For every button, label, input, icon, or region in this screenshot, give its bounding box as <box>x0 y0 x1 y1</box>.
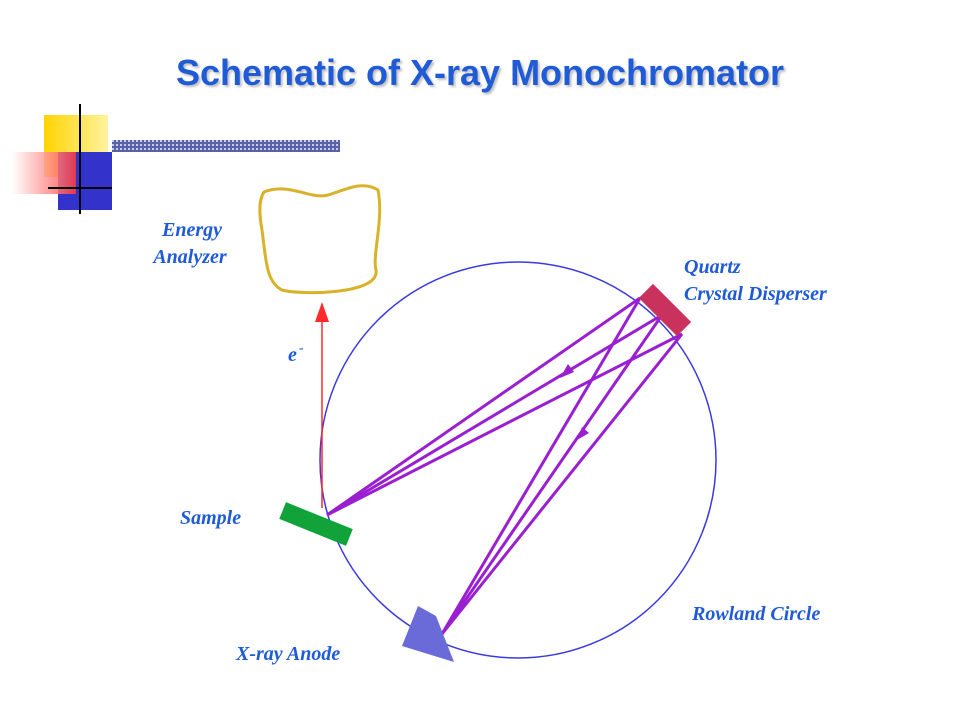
decorative-corner <box>12 104 340 214</box>
slide-title: Schematic of X-ray Monochromator <box>175 52 785 93</box>
beam-arrow-left <box>560 364 574 378</box>
xray-anode-label: X-ray Anode <box>235 643 340 665</box>
xray-beams <box>326 296 684 635</box>
diffracted-beam-2 <box>326 313 663 517</box>
energy-analyzer <box>258 184 382 295</box>
rowland-circle <box>319 261 717 659</box>
electron-label: e <box>288 344 297 366</box>
energy-analyzer-label-2: Analyzer <box>151 246 227 268</box>
beam-arrow-up <box>577 427 589 440</box>
diffracted-beam-3 <box>326 332 683 517</box>
quartz-label-2: Crystal Disperser <box>684 283 827 305</box>
incident-beam-3 <box>440 333 684 635</box>
quartz-crystal <box>638 283 692 337</box>
quartz-label-1: Quartz <box>684 256 741 278</box>
sample-label: Sample <box>180 507 241 529</box>
incident-beam-2 <box>440 314 664 635</box>
incident-beam-1 <box>440 297 642 635</box>
rowland-circle-label: Rowland Circle <box>691 603 820 625</box>
electron-arrow <box>315 302 329 322</box>
energy-analyzer-label-1: Energy <box>161 219 222 241</box>
xray-anode <box>402 606 454 662</box>
hatched-bar <box>112 140 340 152</box>
diffracted-beam-1 <box>326 296 641 517</box>
sample-block <box>279 502 353 546</box>
electron-superscript: - <box>299 341 304 356</box>
